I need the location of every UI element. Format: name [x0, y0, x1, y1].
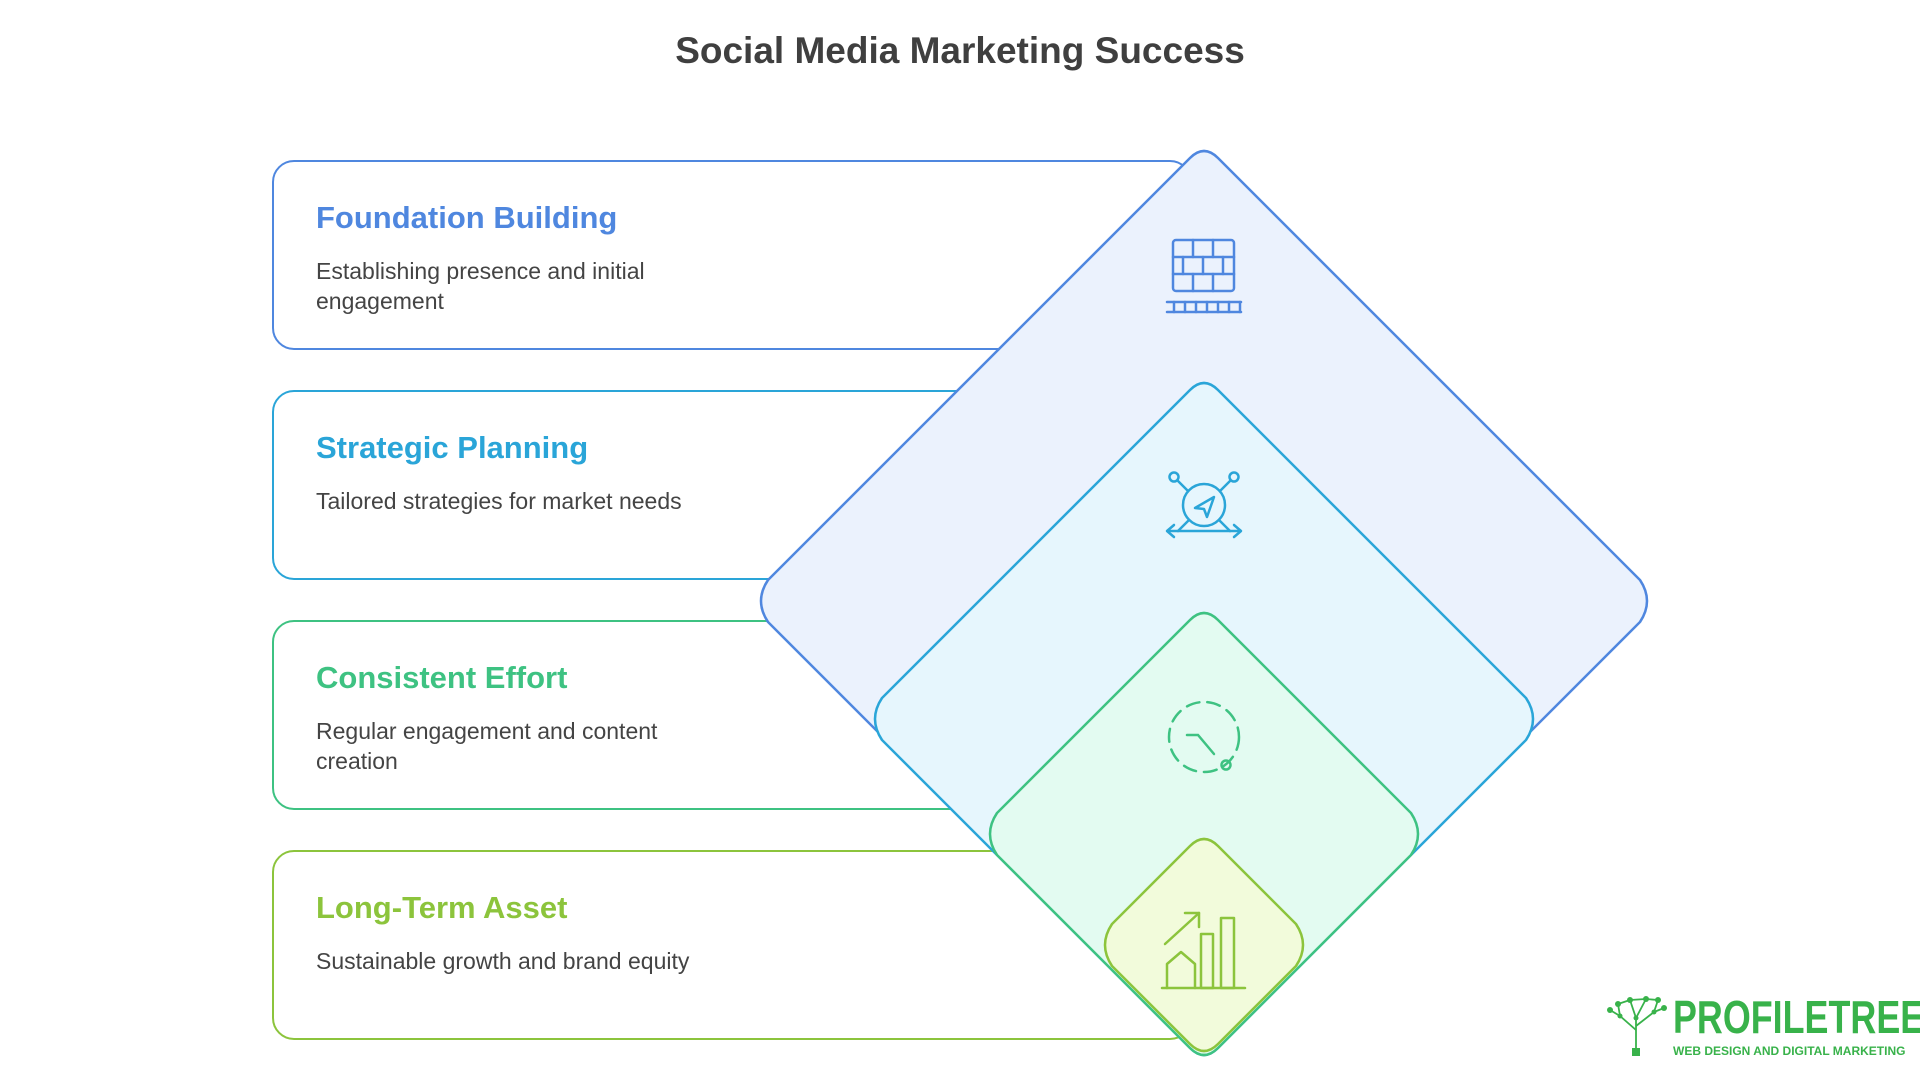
diamond-consistent: [988, 611, 1420, 1057]
step-description: Tailored strategies for market needs: [316, 488, 682, 514]
step-title: Long-Term Asset: [316, 890, 568, 925]
step-description: Sustainable growth and brand equity: [316, 948, 690, 974]
step-title: Consistent Effort: [316, 660, 568, 695]
tree-network-icon: [1607, 996, 1667, 1056]
brick-wall-icon: [1165, 238, 1243, 314]
step-description: Regular engagement and content creation: [316, 718, 658, 774]
step-title: Foundation Building: [316, 200, 618, 235]
step-description: Establishing presence and initial engage…: [316, 258, 645, 314]
logo-wordmark: PROFILETREE: [1673, 991, 1920, 1043]
diagram-title: Social Media Marketing Success: [675, 30, 1245, 71]
dashed-clock-icon: [1167, 700, 1241, 774]
step-title: Strategic Planning: [316, 430, 589, 465]
growth-chart-house-icon: [1160, 911, 1247, 990]
logo-tagline: WEB DESIGN AND DIGITAL MARKETING: [1673, 1044, 1906, 1058]
diamond-long-term: [1103, 837, 1305, 1053]
strategy-compass-icon: [1165, 471, 1243, 539]
